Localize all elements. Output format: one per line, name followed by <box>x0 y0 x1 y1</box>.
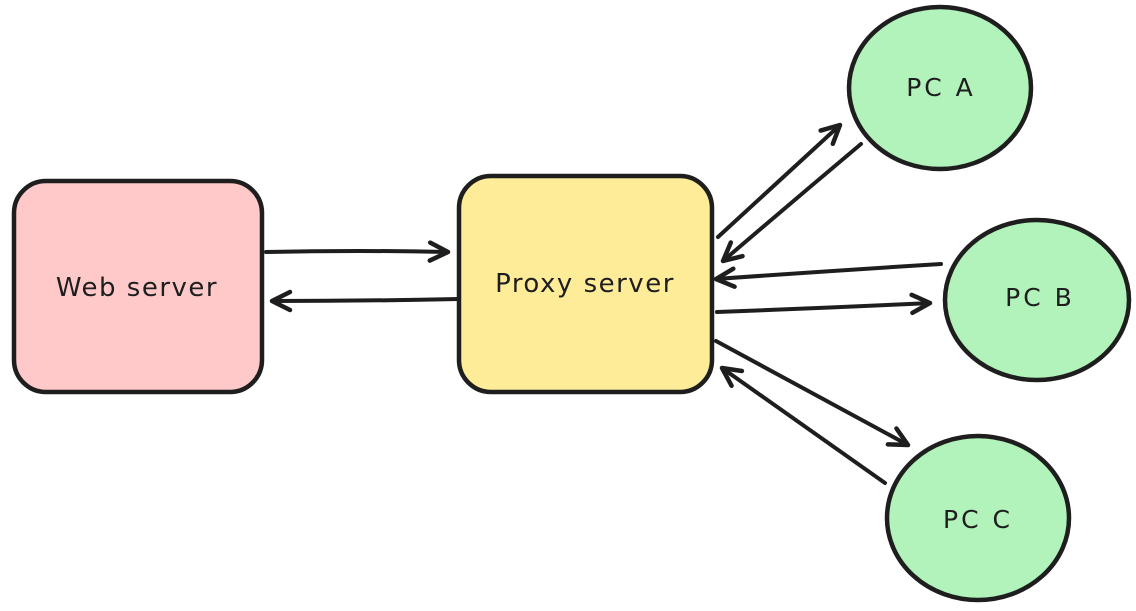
node-web-server <box>11 178 265 395</box>
node-pc-a-label: PC A <box>906 73 976 102</box>
edge-web-server-to-proxy-server <box>264 240 451 263</box>
edge-pc-a-to-proxy-server <box>720 142 863 264</box>
node-web-server-label: Web server <box>56 273 218 303</box>
node-pc-c-label: PC C <box>943 505 1013 534</box>
edge-proxy-server-to-pc-b <box>715 292 933 316</box>
node-pc-b <box>942 217 1132 383</box>
edge-proxy-server-to-web-server <box>269 289 461 313</box>
node-pc-c <box>884 433 1072 603</box>
node-pc-b-label: PC B <box>1005 283 1075 312</box>
node-pc-a <box>846 4 1034 172</box>
edge-pc-b-to-proxy-server <box>713 262 943 289</box>
edge-pc-c-to-proxy-server <box>719 365 887 485</box>
edge-proxy-server-to-pc-c <box>714 339 911 448</box>
edge-proxy-server-to-pc-a <box>716 122 843 239</box>
node-proxy-server <box>456 173 715 395</box>
node-proxy-server-label: Proxy server <box>495 269 675 299</box>
